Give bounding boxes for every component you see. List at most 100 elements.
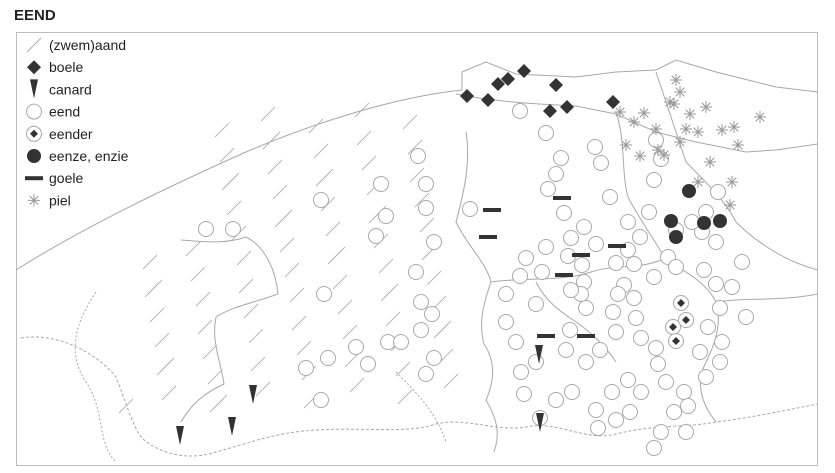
- eend-marker: [410, 148, 426, 164]
- eend-marker: [513, 364, 529, 380]
- province-border-7: [715, 293, 818, 303]
- circle-diamond-icon: [30, 129, 38, 138]
- eend-marker: [648, 340, 664, 356]
- goele-marker: [553, 196, 571, 200]
- piel-marker: [704, 156, 716, 168]
- hatch-stroke: [236, 250, 252, 266]
- hatch-stroke: [397, 389, 413, 405]
- river-1: [74, 291, 117, 463]
- country-border: [20, 336, 818, 457]
- piel-marker: [680, 123, 692, 135]
- eend-marker: [424, 306, 440, 322]
- eend-marker: [426, 350, 442, 366]
- boele-marker: [543, 104, 557, 118]
- eend-marker: [605, 304, 621, 320]
- eend-marker: [712, 354, 728, 370]
- hatch-stroke: [344, 352, 360, 368]
- eenze-marker: [669, 230, 683, 244]
- hatch-stroke: [147, 279, 163, 295]
- eend-marker: [518, 250, 534, 266]
- asterisk-stroke: [693, 127, 703, 137]
- hatch-stroke: [214, 122, 230, 138]
- eend-marker: [653, 151, 669, 167]
- hatch-stroke: [419, 217, 435, 233]
- piel-marker: [726, 176, 738, 188]
- asterisk-stroke: [675, 87, 685, 97]
- hatch-stroke: [325, 221, 341, 237]
- eend-marker: [708, 276, 724, 292]
- piel-marker: [674, 86, 686, 98]
- hatch-stroke: [296, 340, 312, 356]
- piel-marker: [652, 144, 664, 156]
- hatch-stroke: [318, 168, 334, 184]
- eend-marker: [646, 172, 662, 188]
- eend-marker: [646, 269, 662, 285]
- hatch-stroke: [436, 320, 452, 336]
- eend-marker: [320, 350, 336, 366]
- hatch-stroke: [118, 398, 134, 414]
- piel-marker: [692, 126, 704, 138]
- eend-marker: [588, 236, 604, 252]
- hatch-stroke: [142, 254, 158, 270]
- hatch-stroke: [149, 307, 165, 323]
- eend-marker: [426, 234, 442, 250]
- river-2: [395, 371, 447, 443]
- legend-item-eenze: eenze, enzie: [27, 148, 129, 164]
- legend-label: eenze, enzie: [49, 148, 129, 164]
- piel-marker: [620, 139, 632, 151]
- eend-marker: [462, 201, 478, 217]
- eend-marker: [498, 286, 514, 302]
- eend-marker: [658, 374, 674, 390]
- eend-marker: [678, 424, 694, 440]
- eend-marker: [626, 290, 642, 306]
- eend-marker: [418, 176, 434, 192]
- eenze-marker: [682, 184, 696, 198]
- asterisk-stroke: [629, 117, 639, 127]
- eend-marker: [418, 200, 434, 216]
- eend-marker: [562, 322, 578, 338]
- eend-marker: [512, 103, 528, 119]
- province-border-8: [735, 221, 818, 271]
- hatch-stroke: [320, 196, 336, 212]
- bar-icon: [25, 176, 43, 181]
- hatch-stroke: [361, 155, 377, 171]
- canard-marker: [249, 385, 257, 404]
- eend-marker: [534, 264, 550, 280]
- hatch-stroke: [426, 270, 442, 286]
- hatch-stroke: [284, 262, 300, 278]
- province-border-6: [655, 71, 737, 223]
- eenze-marker: [713, 214, 727, 228]
- eend-marker: [528, 354, 544, 370]
- hatch-stroke: [356, 130, 372, 146]
- eend-marker: [198, 221, 214, 237]
- eend-marker: [696, 262, 712, 278]
- eend-marker: [508, 334, 524, 350]
- asterisk-stroke: [675, 137, 685, 147]
- piel-marker: [650, 123, 662, 135]
- province-border-2: [455, 131, 498, 453]
- piel-marker: [638, 107, 650, 119]
- eend-marker: [516, 386, 532, 402]
- hatch-stroke: [238, 278, 254, 294]
- eend-marker: [413, 294, 429, 310]
- goele-marker: [479, 235, 497, 239]
- hatch-stroke: [409, 167, 425, 183]
- asterisk-stroke: [755, 112, 765, 122]
- hatch-stroke: [308, 118, 324, 134]
- legend-item-piel: piel: [28, 192, 71, 208]
- eend-marker: [590, 420, 606, 436]
- canard-marker: [535, 345, 543, 364]
- hatch-stroke: [195, 291, 211, 307]
- hatch-stroke: [378, 258, 394, 274]
- eend-marker: [620, 372, 636, 388]
- eend-marker: [676, 384, 692, 400]
- asterisk-stroke: [717, 125, 727, 135]
- eend-marker: [692, 344, 708, 360]
- legend-label: goele: [49, 170, 83, 186]
- piel-marker: [658, 149, 670, 161]
- asterisk-stroke: [729, 122, 739, 132]
- legend-item-canard: canard: [30, 79, 92, 99]
- hatch-stroke: [407, 139, 423, 155]
- piel-marker: [684, 108, 696, 120]
- hatch-stroke: [154, 332, 170, 348]
